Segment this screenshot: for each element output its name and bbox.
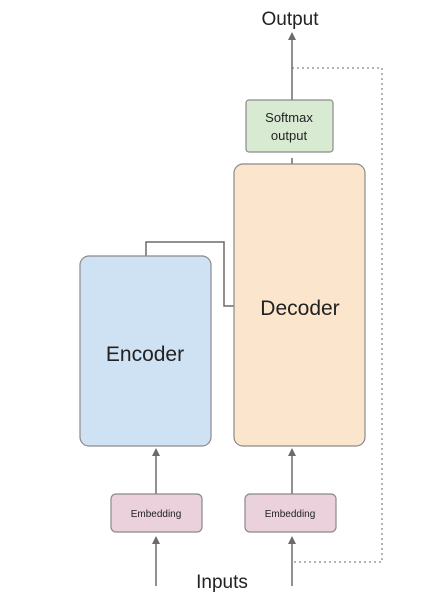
embedding-box-right	[244, 493, 337, 533]
softmax-label-line1: Softmax	[265, 110, 313, 125]
embedding-label-right: Embedding	[265, 509, 316, 520]
decoder-label: Decoder	[260, 297, 339, 320]
encoder-decoder-connector	[145, 241, 234, 307]
embedding-box-left	[110, 493, 203, 533]
softmax-output-box	[245, 99, 334, 153]
feedback-dotted-line	[292, 67, 383, 563]
softmax-label-line2: output	[271, 128, 308, 143]
embedding-label-left: Embedding	[131, 509, 182, 520]
inputs-label: Inputs	[196, 572, 248, 593]
output-label: Output	[261, 9, 319, 30]
decoder-box	[233, 163, 366, 447]
encoder-label: Encoder	[106, 343, 184, 366]
encoder-box	[79, 255, 212, 447]
